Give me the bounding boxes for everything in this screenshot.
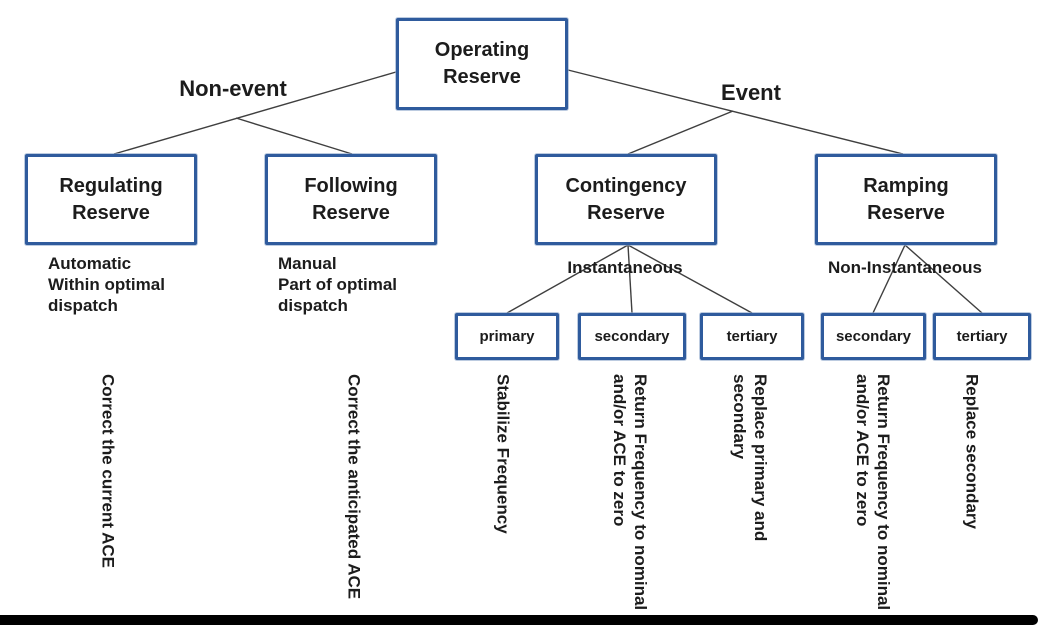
node-ramping-reserve: Ramping Reserve [815, 154, 997, 245]
subnode-primary: primary [455, 313, 559, 360]
branch-label-event: Event [721, 80, 781, 105]
node-label: tertiary [726, 327, 778, 345]
branch-label-non-event: Non-event [179, 76, 287, 101]
node-label: secondary [594, 327, 670, 345]
node-label: Contingency Reserve [565, 174, 687, 224]
node-label: Ramping Reserve [863, 174, 949, 224]
node-regulating-reserve: Regulating Reserve [25, 154, 197, 245]
detail-regulating: Correct the current ACE [98, 374, 118, 568]
detail-secondary-1: Return Frequency to nominal and/or ACE t… [610, 374, 650, 611]
note-ramping-non-instantaneous: Non-Instantaneous [828, 258, 982, 277]
node-following-reserve: Following Reserve [265, 154, 437, 245]
node-label: Operating Reserve [434, 39, 530, 88]
node-label: secondary [835, 327, 912, 345]
bottom-bar [0, 615, 1038, 625]
note-following: Manual Part of optimal dispatch [278, 254, 398, 315]
node-label: primary [479, 327, 535, 345]
detail-primary: Stabilize Frequency [493, 374, 513, 534]
detail-tertiary-2: Replace secondary [962, 374, 982, 529]
node-label: Following Reserve [304, 174, 398, 224]
detail-tertiary-1: Replace primary and secondary [730, 374, 770, 542]
subnode-tertiary-2: tertiary [933, 313, 1031, 360]
note-regulating: Automatic Within optimal dispatch [48, 254, 165, 315]
note-contingency-instantaneous: Instantaneous [567, 258, 683, 277]
detail-secondary-2: Return Frequency to nominal and/or ACE t… [853, 374, 893, 611]
node-contingency-reserve: Contingency Reserve [535, 154, 717, 245]
subnode-secondary-1: secondary [578, 313, 686, 360]
node-label: tertiary [956, 327, 1008, 345]
subnode-secondary-2: secondary [821, 313, 926, 360]
subnode-tertiary-1: tertiary [700, 313, 804, 360]
detail-following: Correct the anticipated ACE [344, 374, 364, 600]
node-operating-reserve: Operating Reserve [396, 18, 568, 110]
node-label: Regulating Reserve [59, 174, 163, 224]
